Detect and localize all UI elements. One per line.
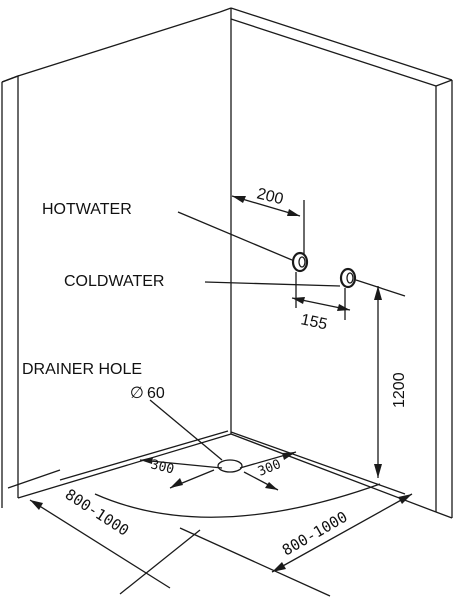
dim-300-right-arrow-a	[282, 452, 296, 460]
dim-200-arrow-left	[232, 196, 246, 203]
hot-pipe	[291, 251, 309, 273]
dim-200-arrow-right	[287, 209, 300, 216]
dim-200	[231, 195, 305, 254]
dim-1200	[355, 279, 406, 478]
corner-cap	[219, 7, 232, 13]
dim-300-left	[139, 457, 223, 489]
drainer-leader	[149, 399, 223, 461]
hot-pipe-inner	[298, 256, 306, 268]
dim-155-arrow-right	[337, 304, 350, 311]
dim-300-right-arrow-b	[265, 482, 278, 490]
dim-300-left-text: 300	[149, 457, 175, 477]
dim-1200-text: 1200	[391, 372, 408, 408]
dim-300-left-arrow-b	[170, 478, 183, 488]
dim-width-left-text: 800-1000	[62, 485, 132, 539]
right-wall-inner-top	[230, 18, 437, 87]
hotwater-leader	[177, 211, 293, 261]
dim-width-right-ext	[179, 527, 331, 597]
dim-1200-ext-top	[355, 279, 406, 297]
dim-width-right-line	[271, 493, 413, 573]
dim-155-arrow-left	[292, 297, 305, 304]
dim-width-left-ext2	[119, 529, 201, 595]
right-wall-cap	[435, 79, 453, 87]
dim-300-left-arrow-a	[140, 457, 153, 464]
dim-width-right-arrow-a	[398, 494, 412, 504]
cold-pipe	[339, 267, 357, 289]
coldwater-label: COLDWATER	[64, 273, 164, 290]
diameter-symbol: ∅	[130, 385, 144, 402]
cold-pipe-outlet	[339, 267, 357, 289]
dim-300-right-text: 300	[256, 457, 283, 480]
drain-hole	[217, 459, 243, 473]
dim-1200-arrow-top	[374, 286, 382, 300]
right-wall-top	[230, 7, 453, 81]
tray-right-line	[230, 431, 406, 495]
left-wall-cap	[1, 75, 19, 83]
left-wall-top-edge	[1, 75, 19, 498]
dim-300-right	[239, 451, 297, 491]
dim-1200-arrow-bottom	[374, 464, 382, 478]
dim-width-left	[7, 469, 201, 595]
drain-diameter-value: 60	[147, 385, 165, 402]
tray-curve	[94, 483, 381, 518]
drainer-hole-label: DRAINER HOLE	[22, 361, 142, 378]
cold-pipe-inner	[346, 272, 354, 284]
hotwater-label: HOTWATER	[42, 201, 132, 218]
tray-left-line	[59, 430, 229, 481]
walls	[1, 7, 453, 519]
coldwater-leader	[204, 281, 341, 287]
floor-left-edge	[17, 433, 232, 499]
dim-width-left-ext	[7, 469, 61, 489]
dim-width-right-arrow-b	[272, 562, 286, 572]
dim-155	[291, 272, 351, 320]
dim-200-text: 200	[255, 185, 285, 208]
right-wall-bottom-cap	[435, 511, 453, 519]
dim-width-right	[179, 493, 413, 597]
dim-width-left-arrow-a	[30, 500, 43, 510]
dim-300-left-line	[139, 459, 223, 469]
hot-pipe-outlet	[291, 251, 309, 273]
dim-155-text: 155	[299, 311, 329, 333]
left-wall-top	[17, 11, 221, 77]
